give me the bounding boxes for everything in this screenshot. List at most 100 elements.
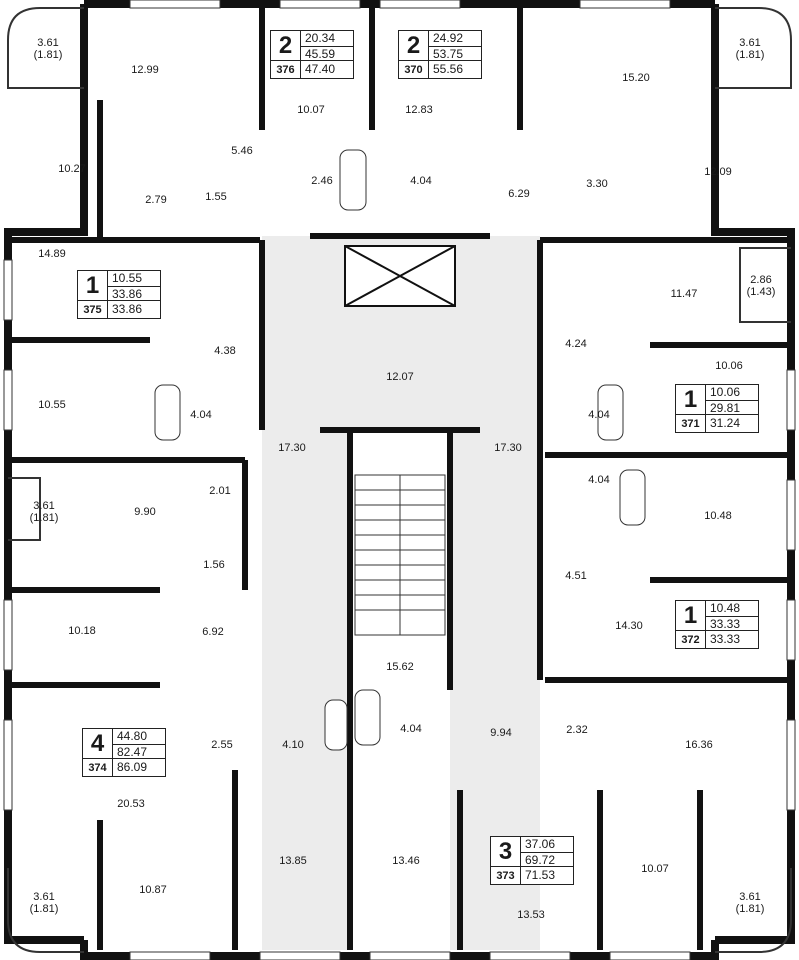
room-area: 4.04 [410, 175, 432, 187]
room-area: 13.46 [392, 855, 420, 867]
room-area: 10.18 [68, 625, 96, 637]
balcony-area-right: 2.86 (1.43) [746, 274, 776, 298]
apartment-card-371[interactable]: 1 10.06 29.81 371 31.24 [675, 384, 759, 433]
living-area: 44.80 [117, 729, 148, 743]
room-count: 2 [271, 31, 301, 61]
room-area: 4.04 [400, 723, 422, 735]
room-area: 2.32 [566, 724, 588, 736]
apartment-number: 373 [491, 867, 521, 884]
room-area: 10.07 [641, 863, 669, 875]
room-count: 1 [676, 601, 706, 631]
apartment-number: 372 [676, 631, 706, 648]
room-area: 17.30 [494, 442, 522, 454]
room-area: 15.20 [622, 72, 650, 84]
room-area: 9.90 [134, 506, 156, 518]
apartment-card-375[interactable]: 1 10.55 33.86 375 33.86 [77, 270, 161, 319]
total-area: 33.86 [108, 286, 160, 301]
room-area: 6.92 [202, 626, 224, 638]
room-area: 13.53 [517, 909, 545, 921]
total-area: 53.75 [429, 46, 481, 61]
room-count: 1 [676, 385, 706, 415]
room-area: 4.51 [565, 570, 587, 582]
total-area: 69.72 [521, 852, 573, 867]
balcony-area-bottom-right: 3.61 (1.81) [735, 891, 765, 915]
elevator-shaft [344, 245, 456, 307]
room-count: 1 [78, 271, 108, 301]
room-area: 4.38 [214, 345, 236, 357]
room-area: 10.48 [704, 510, 732, 522]
apartment-number: 370 [399, 61, 429, 78]
room-area: 4.04 [588, 409, 610, 421]
apartment-number: 375 [78, 301, 108, 318]
balcony-area-left: 3.61 (1.81) [29, 500, 59, 524]
living-area: 24.92 [433, 31, 464, 45]
room-area: 10.27 [58, 163, 86, 175]
room-area: 10.55 [38, 399, 66, 411]
room-area: 6.29 [508, 188, 530, 200]
room-area: 12.09 [704, 166, 732, 178]
living-area: 20.34 [305, 31, 336, 45]
living-area: 37.06 [525, 837, 556, 851]
room-area: 4.10 [282, 739, 304, 751]
room-area: 1.55 [205, 191, 227, 203]
total-area-with-balcony: 47.40 [305, 62, 336, 76]
total-area-with-balcony: 33.86 [112, 302, 143, 316]
room-area: 13.85 [279, 855, 307, 867]
room-area: 12.83 [405, 104, 433, 116]
room-area: 3.30 [586, 178, 608, 190]
room-area: 14.30 [615, 620, 643, 632]
total-area-with-balcony: 33.33 [710, 632, 741, 646]
room-area: 5.46 [231, 145, 253, 157]
apartment-card-370[interactable]: 2 24.92 53.75 370 55.56 [398, 30, 482, 79]
living-area: 10.55 [112, 271, 143, 285]
total-area-with-balcony: 86.09 [117, 760, 148, 774]
room-count: 3 [491, 837, 521, 867]
room-area: 16.36 [685, 739, 713, 751]
total-area-with-balcony: 55.56 [433, 62, 464, 76]
room-area: 14.89 [38, 248, 66, 260]
apartment-card-374[interactable]: 4 44.80 82.47 374 86.09 [82, 728, 166, 777]
total-area: 45.59 [301, 46, 353, 61]
room-area: 12.99 [131, 64, 159, 76]
apartment-number: 376 [271, 61, 301, 78]
room-area: 4.04 [190, 409, 212, 421]
room-area: 2.01 [209, 485, 231, 497]
total-area: 29.81 [706, 400, 758, 415]
room-area: 9.94 [490, 727, 512, 739]
apartment-number: 371 [676, 415, 706, 432]
apartment-card-376[interactable]: 2 20.34 45.59 376 47.40 [270, 30, 354, 79]
total-area: 82.47 [113, 744, 165, 759]
room-area: 1.56 [203, 559, 225, 571]
bathtubs [154, 149, 646, 751]
windows [3, 0, 796, 960]
stair-flight [354, 474, 446, 636]
room-area: 17.30 [278, 442, 306, 454]
room-area: 2.46 [311, 175, 333, 187]
room-area: 2.79 [145, 194, 167, 206]
apartment-card-372[interactable]: 1 10.48 33.33 372 33.33 [675, 600, 759, 649]
living-area: 10.48 [710, 601, 741, 615]
room-count: 2 [399, 31, 429, 61]
room-area: 4.24 [565, 338, 587, 350]
balcony-area-bottom-left: 3.61 (1.81) [29, 891, 59, 915]
room-area: 10.07 [297, 104, 325, 116]
room-area: 15.62 [386, 661, 414, 673]
room-area: 11.47 [670, 288, 698, 300]
interior-walls [8, 4, 791, 950]
room-area: 10.87 [139, 884, 167, 896]
total-area-with-balcony: 71.53 [525, 868, 556, 882]
room-count: 4 [83, 729, 113, 759]
apartment-number: 374 [83, 759, 113, 776]
apartment-card-373[interactable]: 3 37.06 69.72 373 71.53 [490, 836, 574, 885]
balcony-area-top-right: 3.61 (1.81) [735, 37, 765, 61]
room-area: 10.06 [715, 360, 743, 372]
room-area: 12.07 [386, 371, 414, 383]
room-area: 4.04 [588, 474, 610, 486]
balconies [7, 7, 792, 953]
room-area: 2.55 [211, 739, 233, 751]
total-area: 33.33 [706, 616, 758, 631]
total-area-with-balcony: 31.24 [710, 416, 741, 430]
room-area: 20.53 [117, 798, 145, 810]
balcony-area-top-left: 3.61 (1.81) [33, 37, 63, 61]
